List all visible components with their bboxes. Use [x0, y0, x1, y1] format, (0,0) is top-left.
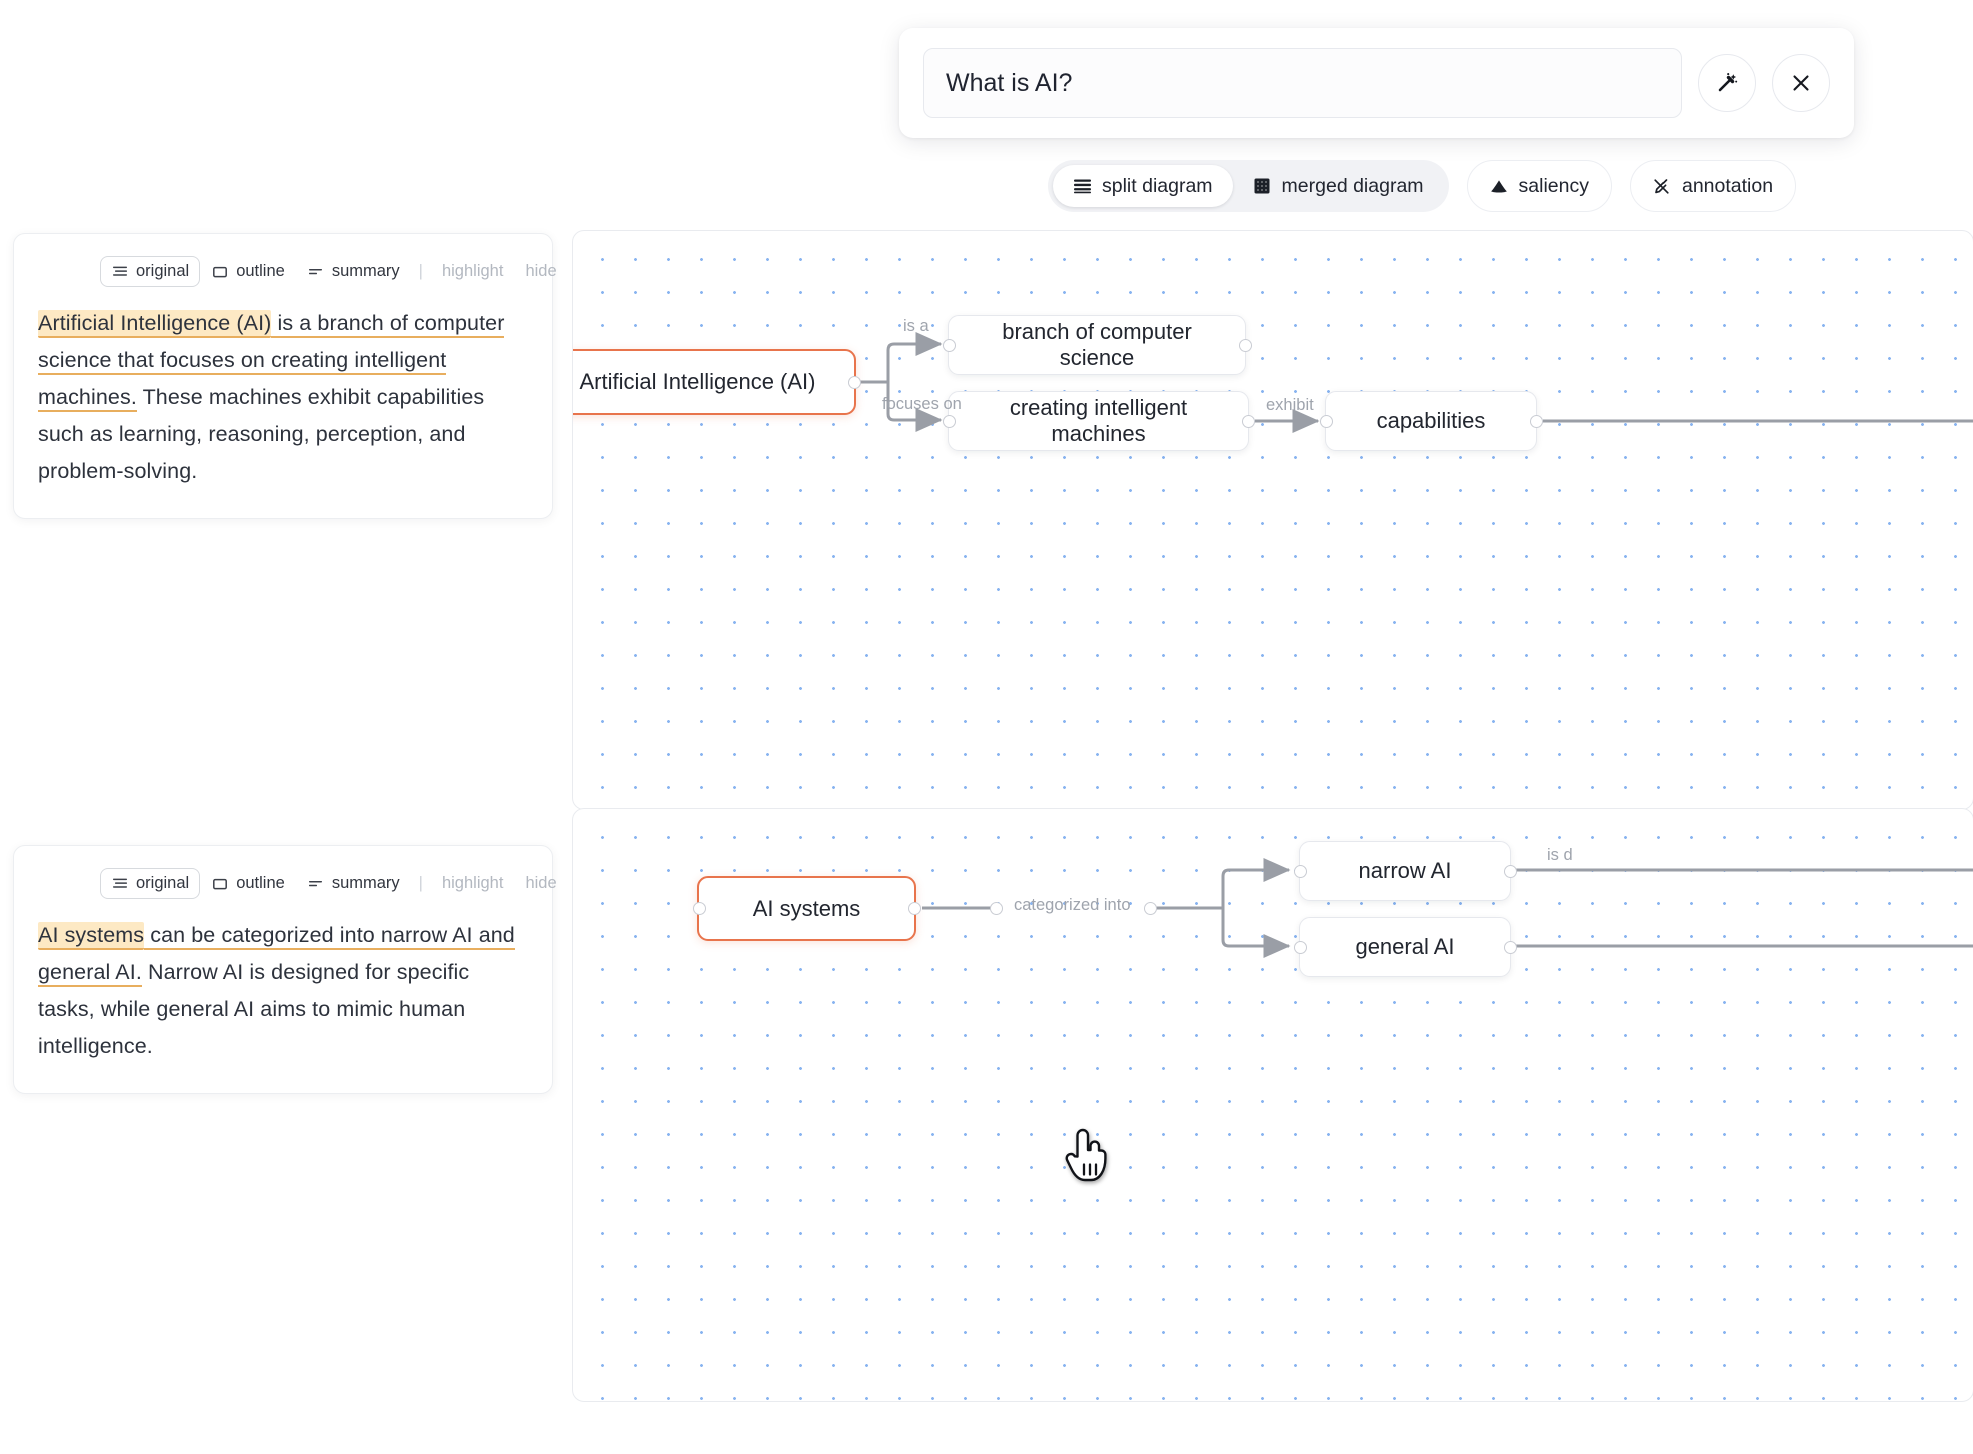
card-2-highlight-button[interactable]: highlight	[431, 868, 514, 899]
node-handle-right[interactable]	[1503, 864, 1517, 878]
node-handle-left[interactable]	[942, 414, 956, 428]
node-narrow-ai[interactable]: narrow AI	[1293, 841, 1517, 901]
summary-icon	[307, 263, 325, 281]
tab-saliency-label: saliency	[1518, 174, 1589, 197]
card-2-controls: original outline summary | highlight	[38, 868, 557, 899]
tab-split-diagram-label: split diagram	[1102, 174, 1213, 197]
card-2-highlighted-text: AI systems	[38, 922, 145, 950]
card-1-hide-button[interactable]: hide	[514, 256, 567, 287]
edge-label-is-a: is a	[903, 317, 929, 335]
card-2-outline-button[interactable]: outline	[200, 868, 296, 899]
card-1-summary-button[interactable]: summary	[296, 256, 411, 287]
card-1-controls: original outline summary | highlight	[38, 256, 557, 287]
node-handle-left[interactable]	[1293, 864, 1307, 878]
text-card-1: original outline summary | highlight	[13, 233, 557, 519]
node-handle-left[interactable]	[1293, 940, 1307, 954]
node-handle-right[interactable]	[1503, 940, 1517, 954]
edge-label-is-designed: is d	[1547, 846, 1573, 864]
card-1-control-separator: |	[418, 262, 423, 280]
node-branch-of-computer-science-label: branch of computer science	[1002, 319, 1192, 370]
card-1-highlighted-text: Artificial Intelligence (AI)	[38, 310, 272, 338]
diagram-top-edges	[854, 332, 1973, 433]
node-creating-intelligent-machines[interactable]: creating intelligent machines	[942, 391, 1255, 451]
diagram-mode-group: split diagram merged diagram	[1048, 160, 1449, 212]
search-input[interactable]	[923, 48, 1682, 118]
tab-saliency[interactable]: saliency	[1466, 160, 1612, 212]
node-handle-left[interactable]	[1319, 414, 1333, 428]
edge-label-exhibit: exhibit	[1266, 396, 1314, 414]
tab-annotation[interactable]: annotation	[1629, 160, 1797, 212]
node-artificial-intelligence[interactable]: Artificial Intelligence (AI)	[573, 349, 861, 415]
diagram-canvas-bottom[interactable]: categorized into is d AI systems narrow …	[572, 808, 1973, 1402]
tab-merged-diagram[interactable]: merged diagram	[1233, 165, 1444, 207]
edge-handle-categorized-left[interactable]	[990, 901, 1003, 915]
node-handle-right[interactable]	[1241, 414, 1255, 428]
card-2-summary-label: summary	[331, 874, 400, 892]
summary-icon	[307, 875, 325, 893]
edge-label-categorized-into: categorized into	[1014, 896, 1131, 914]
card-2-plain-text: Narrow AI is designed for specific tasks…	[38, 959, 470, 1058]
node-ai-systems-label: AI systems	[752, 895, 861, 921]
card-1-body: Artificial Intelligence (AI) is a branch…	[38, 305, 528, 490]
node-handle-right[interactable]	[1238, 338, 1252, 352]
merged-diagram-icon	[1253, 177, 1271, 195]
card-2-control-separator: |	[418, 874, 423, 892]
card-1-outline-label: outline	[236, 262, 285, 280]
card-2-highlight-label: highlight	[441, 874, 504, 892]
magic-wand-icon	[1718, 73, 1738, 92]
card-2-underlined-text: can be categorized into narrow AI and ge…	[38, 923, 515, 987]
node-artificial-intelligence-label: Artificial Intelligence (AI)	[579, 369, 816, 394]
close-button[interactable]	[1772, 54, 1830, 112]
outline-icon	[211, 875, 229, 893]
node-capabilities[interactable]: capabilities	[1319, 391, 1543, 451]
node-handle-right[interactable]	[847, 375, 861, 389]
tab-split-diagram[interactable]: split diagram	[1053, 165, 1233, 207]
node-handle-right[interactable]	[907, 902, 921, 915]
node-handle-left[interactable]	[692, 902, 706, 915]
text-card-2: original outline summary | highlight	[13, 845, 557, 1094]
card-1-underlined-text: is a branch of computer science that foc…	[38, 311, 505, 412]
card-1-outline-button[interactable]: outline	[200, 256, 296, 287]
node-creating-intelligent-machines-label: creating intelligent machines	[1009, 395, 1188, 446]
card-1-hide-label: hide	[525, 262, 557, 280]
node-capabilities-label: capabilities	[1376, 408, 1486, 433]
card-1-summary-label: summary	[331, 262, 400, 280]
saliency-icon	[1490, 177, 1508, 195]
node-general-ai-label: general AI	[1355, 934, 1455, 959]
card-2-hide-label: hide	[525, 874, 557, 892]
edge-label-focuses-on: focuses on	[882, 395, 962, 413]
card-1-original-button[interactable]: original	[100, 256, 201, 287]
card-1-plain-text: These machines exhibit capabilities such…	[38, 384, 485, 483]
node-narrow-ai-label: narrow AI	[1358, 858, 1452, 883]
node-handle-right[interactable]	[1529, 414, 1543, 428]
outline-icon	[211, 263, 229, 281]
node-ai-systems[interactable]: AI systems	[692, 876, 921, 941]
search-bar	[899, 28, 1854, 138]
view-mode-tabbar: split diagram merged diagram sa	[1048, 160, 1797, 212]
card-2-summary-button[interactable]: summary	[296, 868, 411, 899]
card-2-original-button[interactable]: original	[100, 868, 201, 899]
original-icon	[111, 263, 129, 281]
edge-handle-categorized-right[interactable]	[1144, 901, 1157, 915]
tab-merged-diagram-label: merged diagram	[1281, 174, 1424, 197]
card-2-body: AI systems can be categorized into narro…	[38, 917, 528, 1065]
card-1-highlight-button[interactable]: highlight	[431, 256, 514, 287]
card-1-highlight-label: highlight	[441, 262, 504, 280]
split-diagram-icon	[1073, 177, 1091, 195]
magic-wand-button[interactable]	[1698, 54, 1756, 112]
close-icon	[1793, 75, 1809, 91]
node-branch-of-computer-science[interactable]: branch of computer science	[942, 315, 1252, 375]
card-2-outline-label: outline	[236, 874, 285, 892]
node-handle-left[interactable]	[942, 338, 956, 352]
card-2-original-label: original	[136, 874, 190, 892]
node-general-ai[interactable]: general AI	[1293, 917, 1517, 977]
diagram-canvas-top[interactable]: is a focuses on exhibit Artificial Intel…	[572, 230, 1973, 810]
card-1-original-label: original	[136, 262, 190, 280]
annotation-icon	[1653, 177, 1671, 195]
original-icon	[111, 875, 129, 893]
card-2-hide-button[interactable]: hide	[514, 868, 567, 899]
tab-annotation-label: annotation	[1681, 174, 1774, 197]
